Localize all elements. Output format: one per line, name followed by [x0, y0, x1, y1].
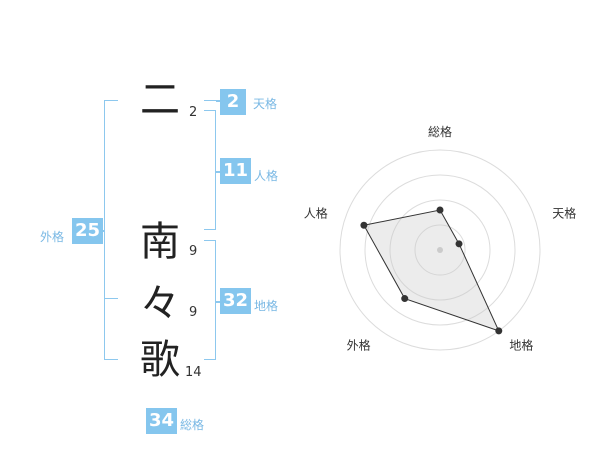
jinkaku-label: 人格 [254, 169, 279, 183]
tenkaku-bracket [204, 100, 216, 101]
gaikaku-label: 外格 [40, 230, 65, 244]
name-char-1: 二 [140, 77, 180, 123]
jinkaku-connector [216, 171, 220, 173]
jinkaku-badge: 11 [220, 158, 252, 184]
radar-center-dot [437, 247, 443, 253]
soukaku-badge: 34 [146, 408, 178, 434]
radar-point [455, 240, 463, 248]
tenkaku-connector [216, 100, 220, 102]
radar-axis-label: 天格 [552, 206, 576, 221]
gaikaku-badge: 25 [72, 218, 104, 244]
radar-ring [414, 224, 466, 276]
name-char-3: 々 [140, 281, 180, 327]
radar-point [436, 206, 444, 214]
stroke-count-2: 9 [189, 244, 198, 259]
chikaku-bracket [204, 240, 216, 360]
name-char-4: 歌 [140, 337, 180, 383]
radar-ring [389, 199, 491, 301]
chikaku-label: 地格 [254, 299, 279, 313]
radar-ring [364, 174, 516, 326]
radar-point [495, 327, 503, 335]
chikaku-badge: 32 [220, 288, 252, 314]
radar-point [360, 221, 368, 229]
soukaku-label: 総格 [180, 418, 205, 432]
stroke-count-1: 2 [189, 105, 198, 120]
tenkaku-badge: 2 [220, 89, 246, 115]
radar-axis-label: 外格 [347, 337, 371, 352]
tenkaku-label: 天格 [253, 97, 278, 111]
stroke-count-3: 9 [189, 305, 198, 320]
radar-axis-label: 総格 [428, 124, 452, 139]
radar-series-polygon [363, 209, 500, 332]
radar-axis-label: 人格 [304, 206, 328, 221]
gaikaku-bracket [104, 100, 118, 360]
name-char-2: 南 [140, 219, 180, 265]
radar-point [401, 295, 409, 303]
stroke-count-4: 14 [185, 365, 202, 380]
chikaku-connector [216, 301, 220, 303]
gaikaku-bracket-tick [104, 298, 118, 299]
radar-axis-label: 地格 [509, 337, 533, 352]
radar-ring [339, 149, 541, 351]
jinkaku-bracket [204, 110, 216, 230]
